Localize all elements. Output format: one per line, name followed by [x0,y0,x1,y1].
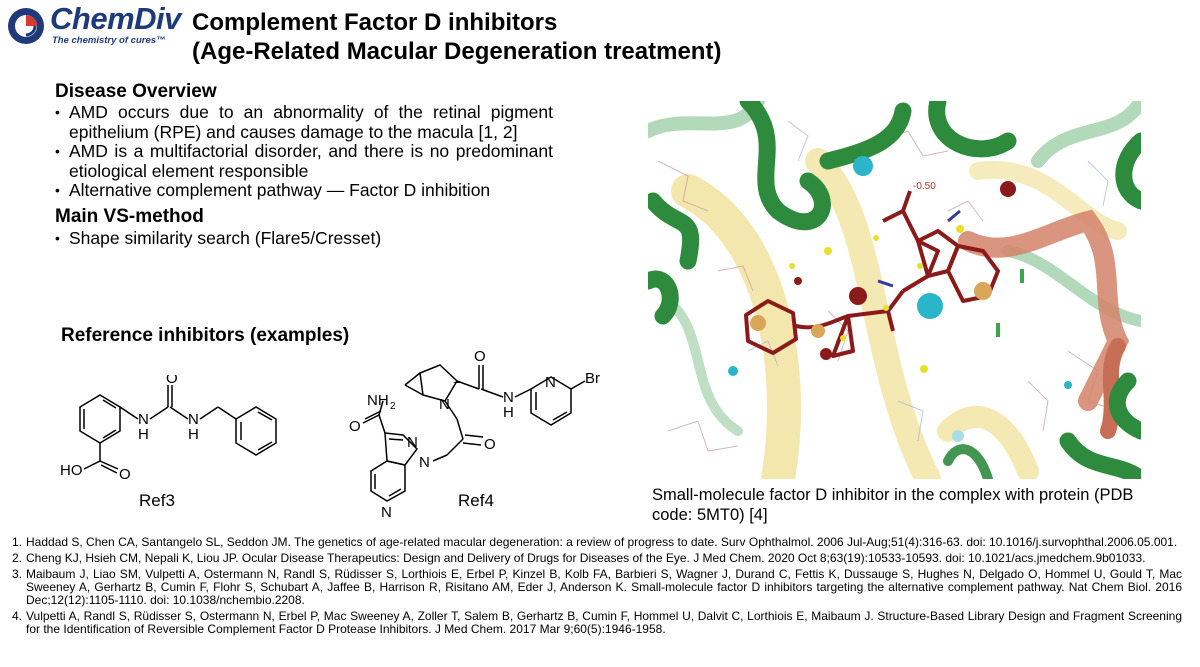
reference-inhibitors-heading: Reference inhibitors (examples) [61,325,350,346]
atom-label: H [188,426,199,443]
atom-label: O [349,418,361,435]
reference-number: 4. [12,609,23,623]
vs-method-heading: Main VS-method [55,206,204,227]
atom-label: 2 [390,401,396,412]
reference-text: Haddad S, Chen CA, Santangelo SL, Seddon… [26,535,1178,549]
reference-list: 1. Haddad S, Chen CA, Santangelo SL, Sed… [12,536,1182,639]
disease-bullet: Alternative complement pathway — Factor … [55,180,553,201]
disease-bullet-list: AMD occurs due to an abnormality of the … [55,102,553,201]
title-line-2: (Age-Related Macular Degeneration treatm… [192,38,722,65]
reference-number: 1. [12,535,23,549]
atom-label: N [419,454,430,471]
disease-bullet: AMD is a multifactorial disorder, and th… [55,141,553,181]
protein-image-caption: Small-molecule factor D inhibitor in the… [652,486,1134,524]
atom-label: N [138,411,149,428]
ref4-label: Ref4 [458,491,494,510]
logo-tagline: The chemistry of cures™ [52,35,166,46]
atom-label: Br [585,370,600,387]
atom-label: H [138,426,149,443]
atom-label: N [439,396,450,413]
atom-label: N [503,389,514,406]
reference-item: 4. Vulpetti A, Randl S, Rüdisser S, Oste… [12,610,1182,636]
atom-label: O [484,436,496,453]
atom-label: N [381,504,392,521]
method-bullet-list: Shape similarity search (Flare5/Cresset) [55,228,553,249]
atom-label: O [474,348,486,365]
reference-text: Cheng KJ, Hsieh CM, Nepali K, Liou JP. O… [26,551,1146,565]
reference-text: Vulpetti A, Randl S, Rüdisser S, Osterma… [26,609,1182,636]
disease-bullet: AMD occurs due to an abnormality of the … [55,102,553,142]
ref4-structure: O N H Br N NH 2 O N N N O N [349,348,600,521]
reference-text: Maibaum J, Liao SM, Vulpetti A, Osterman… [26,567,1182,607]
atom-label: N [188,411,199,428]
ref3-structure: O N H N H HO O [60,375,277,483]
chemdiv-logo-icon [8,8,44,44]
atom-label: NH [367,392,389,409]
atom-label: H [503,404,514,421]
reference-number: 2. [12,551,23,565]
atom-label: O [166,375,178,387]
atom-label: N [545,374,556,391]
reference-item: 1. Haddad S, Chen CA, Santangelo SL, Sed… [12,536,1182,549]
atom-label: O [119,466,131,483]
chemdiv-logo: ChemDiv The chemistry of cures™ [6,1,186,46]
atom-label: N [407,434,418,451]
logo-wordmark: ChemDiv [50,1,181,36]
atom-label: HO [60,462,83,479]
method-bullet: Shape similarity search (Flare5/Cresset) [55,228,553,249]
disease-overview-heading: Disease Overview [55,81,217,102]
title-line-1: Complement Factor D inhibitors [192,9,558,36]
page-title: Complement Factor D inhibitors (Age-Rela… [192,8,721,66]
reference-number: 3. [12,567,23,581]
reference-item: 2. Cheng KJ, Hsieh CM, Nepali K, Liou JP… [12,552,1182,565]
protein-complex-image: -0.50 [648,101,1141,479]
ref3-label: Ref3 [139,491,175,510]
charge-annotation: -0.50 [913,181,936,192]
reference-item: 3. Maibaum J, Liao SM, Vulpetti A, Oster… [12,568,1182,607]
